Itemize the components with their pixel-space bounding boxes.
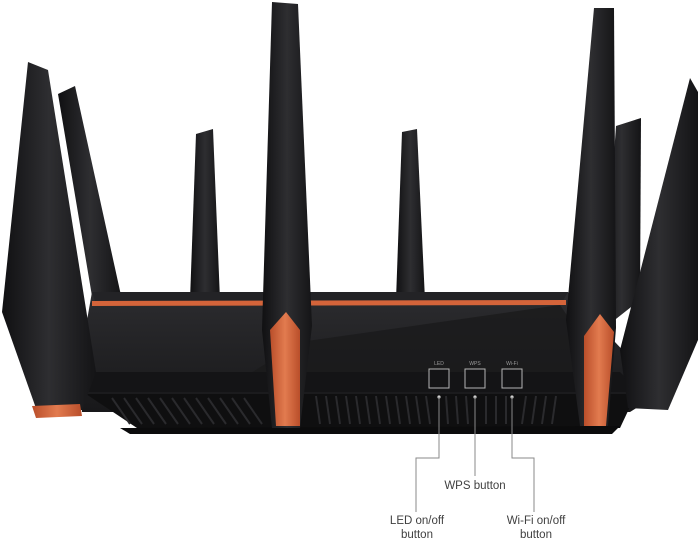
wifi-callout-line1: Wi-Fi on/off xyxy=(506,515,566,527)
wps-panel-label: WPS xyxy=(469,361,481,367)
wifi-callout-line2: button xyxy=(520,529,552,541)
wifi-callout-line xyxy=(511,397,535,512)
antenna-left-rear xyxy=(58,86,122,320)
led-button[interactable] xyxy=(428,368,450,389)
wps-callout-line1: WPS button xyxy=(444,480,506,492)
accent-stripe xyxy=(92,300,566,306)
antenna-right-front xyxy=(620,78,698,410)
wifi-panel-label: Wi-Fi xyxy=(506,361,518,367)
led-callout-line2: button xyxy=(401,529,433,541)
copper-base-center-left xyxy=(270,312,300,426)
callout-lines xyxy=(415,395,535,512)
wps-callout-label: WPS button xyxy=(436,479,514,493)
led-callout-line1: LED on/off xyxy=(389,515,445,527)
copper-base-center-right xyxy=(584,314,614,426)
wps-button[interactable] xyxy=(464,368,486,389)
antenna-center-right-rear xyxy=(396,129,425,300)
led-callout-line xyxy=(415,397,440,512)
antenna-center-left-rear xyxy=(190,129,220,300)
led-panel-label: LED xyxy=(434,361,444,367)
wifi-button[interactable] xyxy=(501,368,523,389)
router-body xyxy=(80,292,662,434)
wifi-callout-label: Wi-Fi on/off button xyxy=(494,514,578,542)
vent-slats xyxy=(111,395,557,425)
led-callout-label: LED on/off button xyxy=(378,514,456,542)
antenna-center-left-front xyxy=(262,2,312,428)
button-panel: LED WPS Wi-Fi xyxy=(428,361,523,389)
antenna-left-front xyxy=(2,62,96,414)
front-antennas xyxy=(2,2,698,428)
